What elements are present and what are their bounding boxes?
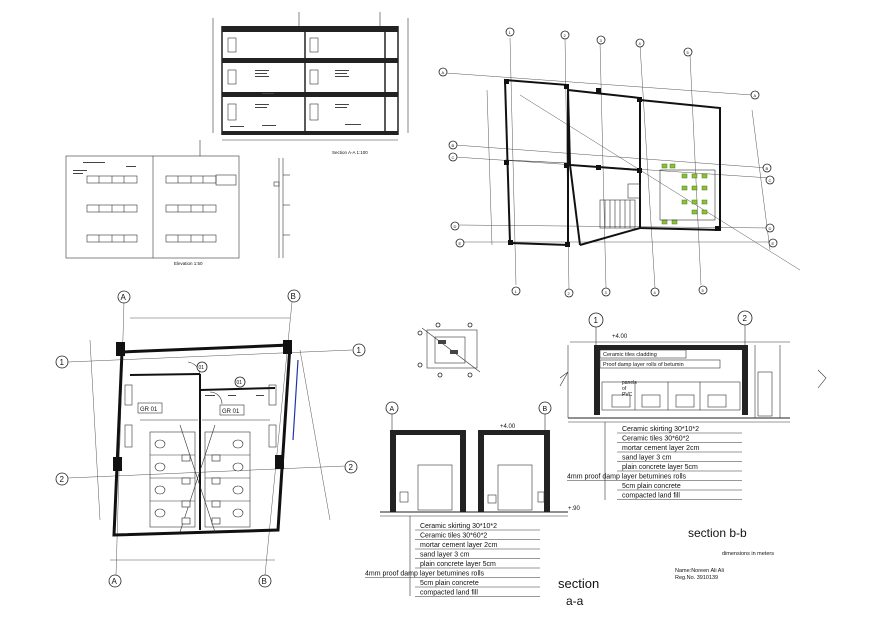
svg-text:2: 2 [564, 33, 567, 38]
svg-text:1: 1 [509, 30, 512, 35]
grid-right-2: 2 [349, 463, 354, 472]
svg-text:4: 4 [654, 290, 657, 295]
svg-text:3: 3 [600, 38, 603, 43]
section-bb-panels-label-3: PVC [622, 392, 633, 398]
svg-text:B: B [766, 166, 769, 171]
section-bb-panels-label-1: panels [622, 380, 637, 386]
section-bb-title: section b-b [688, 526, 747, 540]
tag-2: 01 [237, 380, 243, 386]
svg-text:D: D [769, 226, 772, 231]
plan-small-drawing: 1 2 3 4 5 1 2 3 4 5 A B C D E A B C D E [438, 27, 801, 298]
room-label-2: GR 01 [222, 409, 240, 415]
elevation-title: Elevation 1:50 [174, 261, 203, 266]
grid-left-1: 1 [60, 358, 65, 367]
section-aa-layer-7: 5cm plain concrete [420, 580, 479, 587]
svg-text:E: E [459, 241, 462, 246]
section-bb-cladding-label: Ceramic tiles cladding [603, 352, 657, 358]
author-reg: Reg.No. 3910139 [675, 575, 718, 581]
dimensions-note: dimensions in meters [722, 551, 774, 557]
section-bb-layer-8: compacted land fill [622, 493, 680, 500]
elevation-drawing: Elevation 1:50 [65, 140, 240, 266]
section-aa-layer-3: mortar cement layer 2cm [420, 542, 498, 549]
svg-text:5: 5 [687, 50, 690, 55]
section-aa-layer-6: 4mm proof damp layer betumines rolls [365, 571, 485, 578]
svg-text:E: E [772, 241, 775, 246]
svg-text:3: 3 [605, 290, 608, 295]
author-name: Name:Noreen Ali Ali [675, 568, 724, 574]
grid-top-right: B [291, 292, 296, 301]
svg-text:1: 1 [515, 289, 518, 294]
section-aa-layer-8: compacted land fill [420, 590, 478, 597]
section-aa-layer-5: plain concrete layer 5cm [420, 561, 496, 568]
section-aa-layer-2: Ceramic tiles 30*60*2 [420, 533, 487, 540]
section-bb-layer-7: 5cm plain concrete [622, 483, 681, 490]
section-bb-bubble-left: 1 [594, 316, 599, 325]
svg-text:5: 5 [702, 288, 705, 293]
section-bb-layer-5: plain concrete layer 5cm [622, 464, 698, 471]
section-aa-drawing: A B +4.00 +.90 [380, 401, 581, 596]
section-44-drawing: Section A-A 1:100 [212, 12, 409, 155]
plan-small-grid-bubbles: 1 2 3 4 5 1 2 3 4 5 A B C D E A B C D E [438, 27, 778, 298]
section-bb-panels-label-2: of [622, 386, 627, 392]
section-aa-bubble-right: B [543, 406, 548, 413]
section-bb-bubble-right: 2 [743, 314, 748, 323]
section-aa-bubble-left: A [390, 406, 395, 413]
section-44-title: Section A-A 1:100 [332, 150, 368, 155]
section-bb-level-top: +4.00 [612, 334, 628, 340]
svg-text:B: B [452, 143, 455, 148]
section-bb-layer-2: Ceramic tiles 30*60*2 [622, 436, 689, 443]
section-aa-level-floor: +.90 [568, 506, 581, 512]
grid-bottom-right: B [262, 577, 267, 586]
svg-text:C: C [769, 178, 772, 183]
svg-text:A: A [442, 70, 445, 75]
section-bb-layer-4: sand layer 3 cm [622, 455, 672, 462]
room-label-1: GR 01 [140, 407, 158, 413]
svg-text:C: C [452, 155, 455, 160]
section-aa-layer-4: sand layer 3 cm [420, 552, 470, 559]
grid-bottom-left: A [112, 577, 118, 586]
grid-right-1: 1 [357, 346, 362, 355]
key-plan [417, 322, 481, 378]
section-bb-layer-6: 4mm proof damp layer betumines rolls [567, 474, 687, 481]
svg-text:A: A [754, 93, 757, 98]
section-bb-layer-1: Ceramic skirting 30*10*2 [622, 426, 699, 433]
section-aa-level-top: +4.00 [500, 424, 516, 430]
section-bb-layer-3: mortar cement layer 2cm [622, 445, 700, 452]
section-bb-drawing: 1 2 +4.00 Ceramic tiles cladding [559, 310, 827, 500]
plan-large-drawing: GR 01 GR 01 01 01 A B A B 1 2 1 2 [55, 289, 366, 588]
grid-top-left: A [121, 293, 127, 302]
tag-1: 01 [199, 365, 205, 371]
section-bb-damp-label: Proof damp layer rolls of betumin [603, 362, 684, 368]
svg-text:2: 2 [568, 291, 571, 296]
section-aa-title-line2: a-a [566, 594, 584, 608]
wall-detail [273, 158, 290, 258]
svg-text:4: 4 [639, 41, 642, 46]
section-aa-title-line1: section [558, 576, 599, 591]
svg-text:D: D [454, 224, 457, 229]
grid-left-2: 2 [60, 475, 65, 484]
section-aa-layer-1: Ceramic skirting 30*10*2 [420, 523, 497, 530]
